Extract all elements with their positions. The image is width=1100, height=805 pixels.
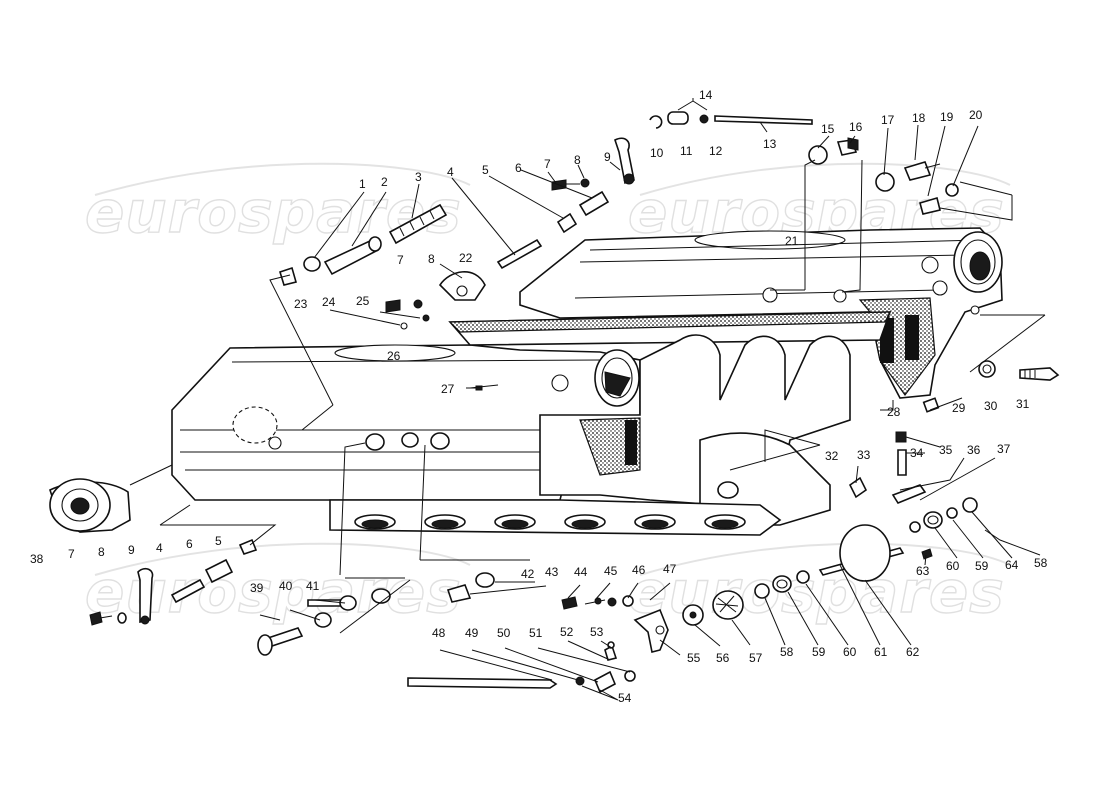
callout-8: 8 <box>574 153 581 167</box>
callout-52: 52 <box>560 625 574 639</box>
callout-31: 31 <box>1016 397 1030 411</box>
callout-59: 59 <box>812 645 826 659</box>
callout-2: 2 <box>381 175 388 189</box>
callout-38: 38 <box>30 552 44 566</box>
callout-63: 63 <box>916 564 930 578</box>
callout-7-b: 7 <box>68 547 75 561</box>
callout-19: 19 <box>940 110 954 124</box>
callout-27: 27 <box>441 382 455 396</box>
callout-62: 62 <box>906 645 920 659</box>
callout-34: 34 <box>910 446 924 460</box>
callout-11: 11 <box>680 144 693 158</box>
callout-labels: 1 2 3 4 5 6 7 8 9 10 11 12 13 14 15 16 1… <box>30 88 1048 705</box>
callout-22: 22 <box>459 251 473 265</box>
watermark-swoosh <box>94 162 471 196</box>
callout-46: 46 <box>632 563 646 577</box>
callout-41: 41 <box>306 579 320 593</box>
callout-48: 48 <box>432 626 446 640</box>
callout-5-b: 5 <box>215 534 222 548</box>
callout-8-b: 8 <box>98 545 105 559</box>
callout-6-b: 6 <box>186 537 193 551</box>
callout-60-b: 60 <box>946 559 960 573</box>
watermark-swoosh <box>94 542 471 576</box>
leader-lines <box>129 98 1046 701</box>
callout-5: 5 <box>482 163 489 177</box>
callout-4: 4 <box>447 165 454 179</box>
callout-23: 23 <box>294 297 308 311</box>
bottom-left-parts <box>49 478 391 656</box>
callout-51: 51 <box>529 626 543 640</box>
callout-42: 42 <box>521 567 535 581</box>
callout-17: 17 <box>881 113 895 127</box>
callout-24: 24 <box>322 295 336 309</box>
callout-35: 35 <box>939 443 953 457</box>
callout-6: 6 <box>515 161 522 175</box>
callout-33: 33 <box>857 448 871 462</box>
callout-16: 16 <box>849 120 863 134</box>
bottom-middle-parts <box>407 570 810 694</box>
callout-7: 7 <box>544 157 551 171</box>
callout-9: 9 <box>604 150 611 164</box>
small-parts <box>279 111 959 391</box>
callout-13: 13 <box>763 137 777 151</box>
callout-37: 37 <box>997 442 1011 456</box>
callout-44: 44 <box>574 565 588 579</box>
callout-26: 26 <box>387 349 401 363</box>
callout-64: 64 <box>1005 558 1019 572</box>
callout-57: 57 <box>749 651 763 665</box>
callout-18: 18 <box>912 111 926 125</box>
callout-43: 43 <box>545 565 559 579</box>
callout-10: 10 <box>650 146 664 160</box>
callout-14: 14 <box>699 88 713 102</box>
callout-56: 56 <box>716 651 730 665</box>
watermark-swoosh <box>639 162 1011 196</box>
callout-9-b: 9 <box>128 543 135 557</box>
callout-49: 49 <box>465 626 479 640</box>
callout-39: 39 <box>250 581 264 595</box>
callout-28: 28 <box>887 405 901 419</box>
callout-30: 30 <box>984 399 998 413</box>
callout-45: 45 <box>604 564 618 578</box>
callout-60: 60 <box>843 645 857 659</box>
callout-55: 55 <box>687 651 701 665</box>
callout-58-b: 58 <box>1034 556 1048 570</box>
callout-1: 1 <box>359 177 366 191</box>
callout-21: 21 <box>785 234 799 248</box>
callout-50: 50 <box>497 626 511 640</box>
right-side-parts <box>818 360 1060 582</box>
callout-47: 47 <box>663 562 677 576</box>
callout-4-b: 4 <box>156 541 163 555</box>
callout-7-c: 7 <box>397 253 404 267</box>
callout-40: 40 <box>279 579 293 593</box>
callout-59-b: 59 <box>975 559 989 573</box>
callout-8-c: 8 <box>428 252 435 266</box>
callout-20: 20 <box>969 108 983 122</box>
callout-25: 25 <box>356 294 370 308</box>
callout-29: 29 <box>952 401 966 415</box>
callout-54: 54 <box>618 691 632 705</box>
callout-61: 61 <box>874 645 888 659</box>
intake-runners <box>329 311 892 536</box>
callout-3: 3 <box>415 170 422 184</box>
callout-53: 53 <box>590 625 604 639</box>
callout-58: 58 <box>780 645 794 659</box>
callout-32: 32 <box>825 449 839 463</box>
callout-12: 12 <box>709 144 723 158</box>
callout-36: 36 <box>967 443 981 457</box>
callout-15: 15 <box>821 122 835 136</box>
